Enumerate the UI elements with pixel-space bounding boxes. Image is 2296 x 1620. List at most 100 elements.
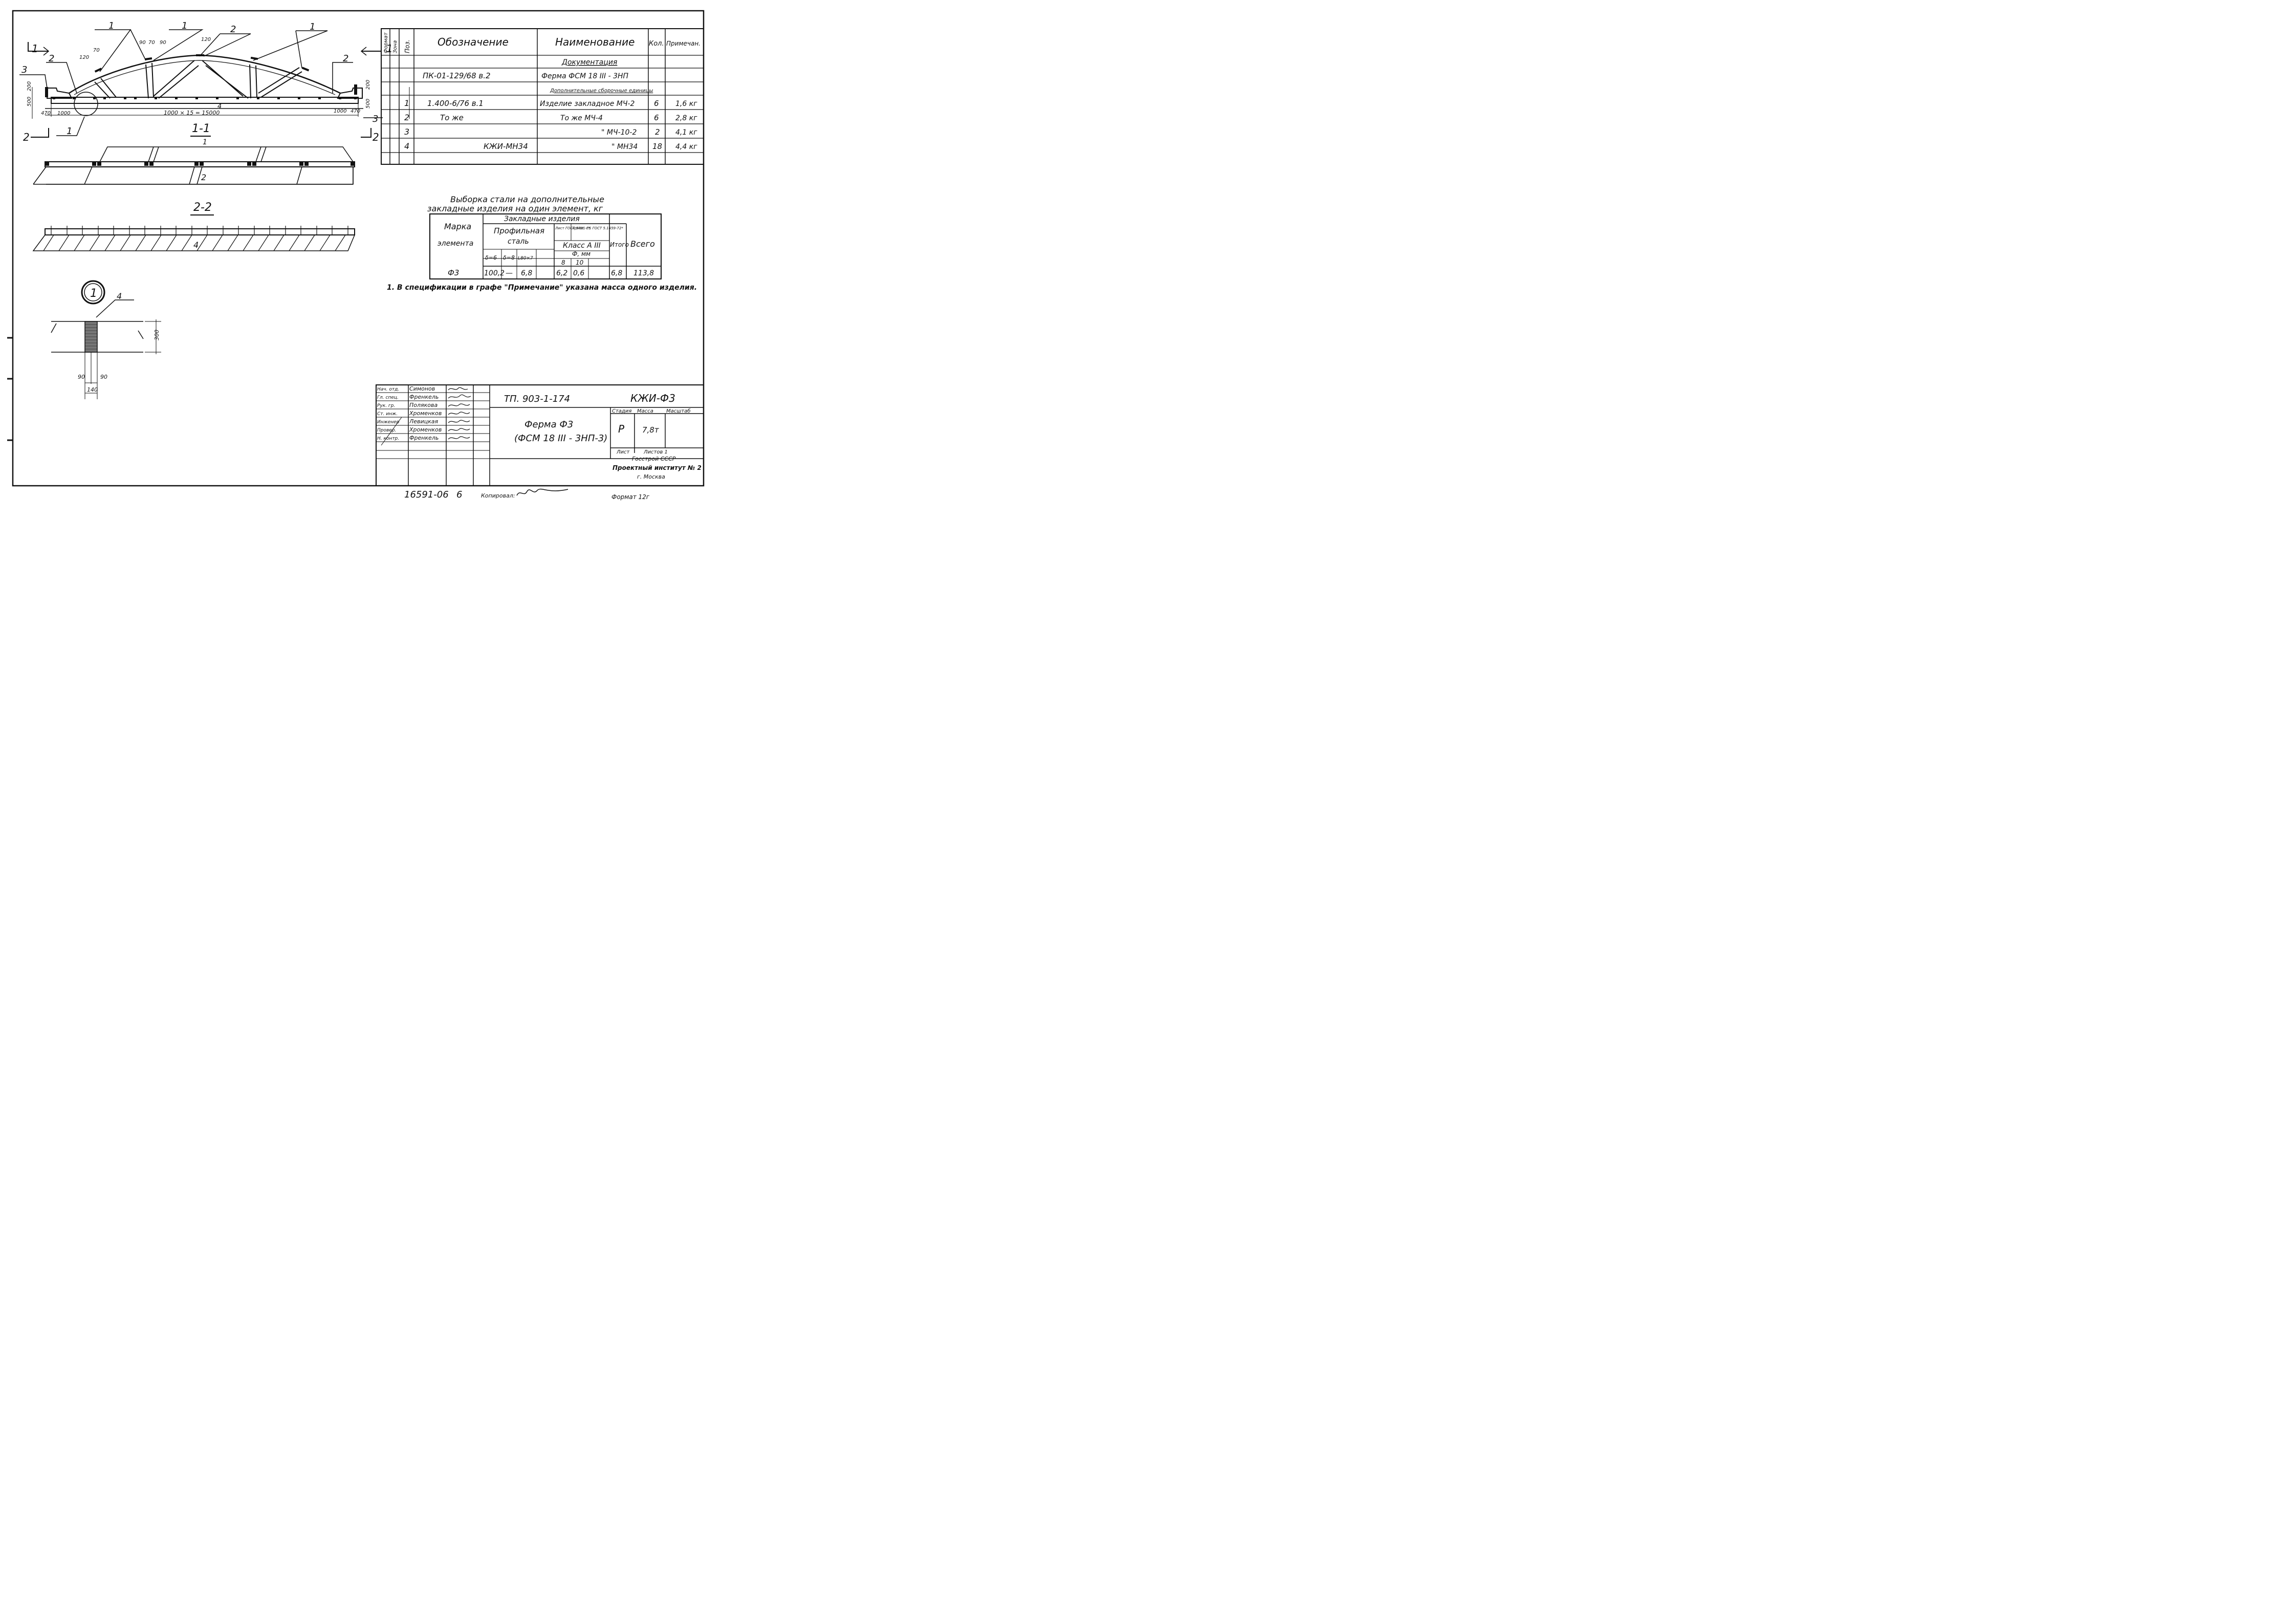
pos-mark: 1 <box>67 126 72 137</box>
col-header: Итого <box>610 241 629 248</box>
stamp-mass: 7,8т <box>642 425 660 435</box>
stamp-name: Френкель <box>409 394 439 400</box>
stamp-stage: Р <box>618 423 625 435</box>
specification-table: Формат Зона Поз. Обозначение Наименовани… <box>381 28 704 165</box>
col-header: Армат. ст. ГОСТ 5.1459-72* <box>572 226 623 230</box>
pos-mark: 4 <box>193 240 199 250</box>
dim-label: 470 <box>41 111 51 116</box>
truss-web <box>258 67 302 98</box>
truss-bottom-chord <box>51 97 359 104</box>
spec-cell: 6 <box>654 99 659 108</box>
drawing-title: Ферма Ф3 <box>524 419 573 430</box>
spec-cell: Документация <box>561 58 617 67</box>
spec-cell: 4,4 кг <box>675 143 697 151</box>
section-mark-1-left: 1 <box>32 42 38 55</box>
footer-format: Формат 12г <box>611 493 650 501</box>
col-header: Обозначение <box>438 36 509 48</box>
spec-cell: 1.400-6/76 в.1 <box>427 99 484 108</box>
stamp-name: Френкель <box>409 435 439 441</box>
stamp-org: Госстрой СССР <box>632 456 676 462</box>
stamp-name: Полякова <box>409 402 438 408</box>
truss-web <box>153 60 199 99</box>
dim-label-span: 1000 × 15 = 15000 <box>164 110 220 116</box>
sheet-frame <box>12 10 705 487</box>
col-header: Поз. <box>404 39 411 53</box>
spec-cell: " МН34 <box>611 143 638 151</box>
col-header: Закладные изделия <box>504 215 580 223</box>
dim-label: 500 <box>365 99 371 109</box>
col-header: элемента <box>438 240 473 248</box>
stamp-name: Левицкая <box>409 418 439 425</box>
col-header: Лист ГОСТ 5781-75 <box>555 226 592 230</box>
drawing-title: (ФСМ 18 III - 3НП-3) <box>514 433 607 444</box>
sheet-footer: 16591-06 6 Копировал: Формат 12г <box>404 488 650 501</box>
truss-end-right <box>337 88 363 99</box>
chord-plan <box>45 228 355 235</box>
steel-cell: 6,8 <box>521 269 532 277</box>
pos-mark: 2 <box>201 172 206 182</box>
pos-mark: 2 <box>230 24 236 35</box>
truss-top-chord <box>69 54 341 94</box>
col-header: Зона <box>392 40 398 53</box>
drawing-sheet: 1 1 2 2 1 1 2 1 2 2 3 3 4 1 90 70 120 70… <box>7 10 705 501</box>
col-header: δ=6 <box>485 254 497 261</box>
dim-label: 120 <box>79 55 89 60</box>
col-header: 10 <box>576 259 584 266</box>
stamp-sheet: Лист <box>616 449 630 455</box>
stamp-header: Масса <box>637 408 653 414</box>
spec-cell: Изделие закладное МЧ-2 <box>540 100 635 108</box>
spec-cell: 6 <box>654 113 659 122</box>
spec-cell: 1 <box>404 98 409 108</box>
steel-cell: 113,8 <box>633 269 654 277</box>
col-header: Примечан. <box>666 40 701 47</box>
stamp-header: Масштаб <box>666 408 691 414</box>
dim-label: 140 <box>87 386 98 393</box>
spec-cell: 4 <box>404 141 409 151</box>
stamp-role: Гл. спец. <box>377 395 399 400</box>
title-block: Нач. отд. Гл. спец. Рук. гр. Ст. инж. Ин… <box>376 384 704 486</box>
dim-label: 500 <box>27 97 32 106</box>
truss-end-left <box>47 88 73 99</box>
stamp-org: Проектный институт № 2 <box>613 464 702 471</box>
pos-mark: 2 <box>49 53 54 64</box>
table-title: закладные изделия на один элемент, кг <box>427 204 603 213</box>
section-1-1: 1-1 1 2 <box>33 122 355 185</box>
spec-cell: 18 <box>652 142 662 151</box>
general-note: 1. В спецификации в графе "Примечание" у… <box>387 284 697 292</box>
stamp-role: Инженер <box>377 420 400 425</box>
section-title: 2-2 <box>193 201 212 214</box>
col-header: δ=8 <box>503 254 515 261</box>
dim-label: 1000 <box>334 109 346 114</box>
stamp-sheets: Листов 1 <box>643 449 668 455</box>
detail-callout <box>81 280 105 305</box>
pos-mark: 3 <box>21 64 27 75</box>
dim-label: 90 <box>100 374 107 380</box>
detail-number: 1 <box>90 287 97 300</box>
steel-cell: 0,6 <box>573 269 584 277</box>
stamp-name: Симонов <box>409 385 435 392</box>
dim-label: 200 <box>27 81 32 91</box>
spec-cell: " МЧ-10-2 <box>601 128 637 137</box>
spec-cell: Дополнительные сборочные единицы <box>550 88 653 94</box>
drawing-mark: КЖИ-Ф3 <box>630 392 675 404</box>
col-header: Формат <box>383 32 389 53</box>
pos-mark: 1 <box>182 20 187 31</box>
stamp-name: Хроменков <box>409 410 442 417</box>
spec-cell: Ферма ФСМ 18 III - 3НП <box>541 72 629 80</box>
section-mark-2-right: 2 <box>373 131 379 143</box>
dim-label: 90 <box>78 374 85 380</box>
dim-label: 70 <box>148 40 155 46</box>
dim-label: 120 <box>201 37 211 42</box>
dim-label: 1000 <box>57 111 70 116</box>
drawing-code: ТП. 903-1-174 <box>504 394 570 404</box>
spec-cell: 2,8 кг <box>675 114 697 122</box>
pos-mark: 2 <box>343 53 348 64</box>
section-mark-2-left: 2 <box>23 131 30 143</box>
truss-web <box>249 64 257 99</box>
steel-cell: — <box>506 269 513 277</box>
steel-selection-table: Выборка стали на дополнительные закладны… <box>427 195 662 279</box>
col-header: Кол. <box>649 40 664 48</box>
footer-number: 6 <box>456 489 462 500</box>
pos-mark: 1 <box>108 20 114 31</box>
truss-elevation: 1 1 2 2 1 1 2 1 2 2 3 3 4 1 90 70 120 70… <box>19 20 410 143</box>
